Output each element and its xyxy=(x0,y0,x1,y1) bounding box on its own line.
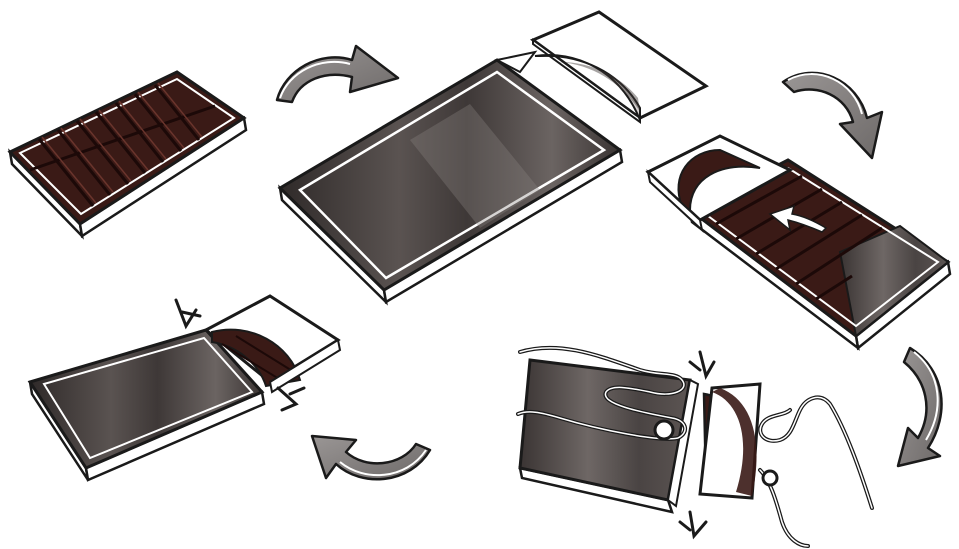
step-3-sleeve-on-bar xyxy=(648,136,950,348)
step-2-wrapped-bar xyxy=(280,52,622,302)
curved-arrow-icon xyxy=(898,348,942,466)
step-4-hands-unwrapping xyxy=(518,348,872,546)
curved-arrow-icon xyxy=(312,436,430,479)
step-1-chocolate-bar xyxy=(10,72,246,236)
step-5-rewrapped-bar xyxy=(30,296,340,480)
curved-arrow-icon xyxy=(783,73,882,158)
hand-outline-icon xyxy=(760,397,872,546)
curved-arrow-icon xyxy=(277,46,398,102)
